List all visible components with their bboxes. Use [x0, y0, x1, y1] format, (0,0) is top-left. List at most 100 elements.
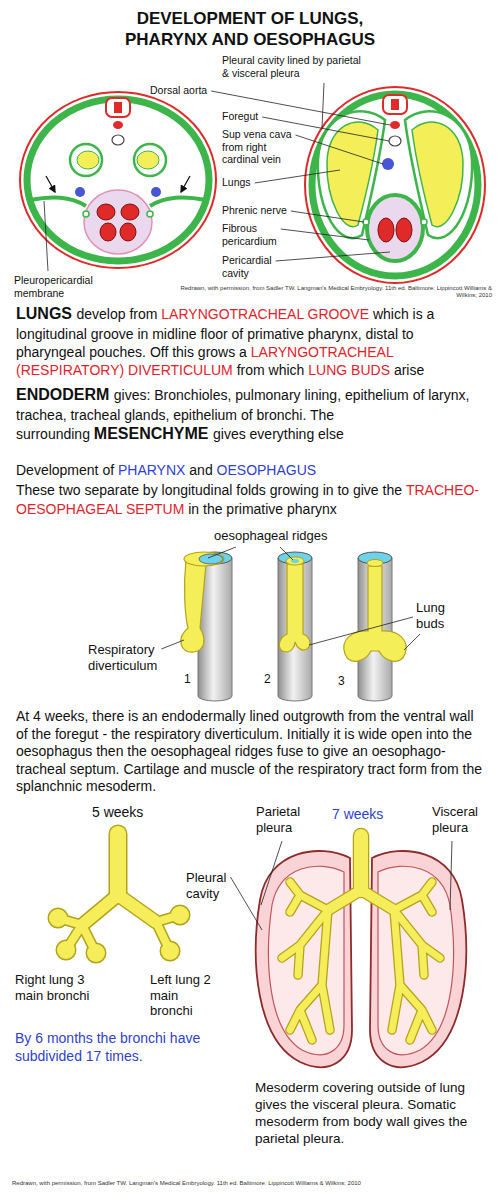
leader-line [255, 170, 340, 183]
body-text: arise [394, 362, 424, 378]
leader-lines [230, 841, 452, 930]
aorta-shape [390, 121, 400, 129]
lung-shape [137, 151, 159, 169]
figure-label-block: Left lung 2 main bronchi [150, 972, 222, 1019]
membrane [30, 198, 86, 206]
parietal-layer [256, 851, 352, 1067]
vertebra [106, 98, 130, 117]
heart-chamber [378, 218, 394, 242]
bronchus-outline [282, 882, 440, 1040]
pleural-sac [70, 144, 102, 176]
oesophagus-tube [278, 558, 312, 701]
diverticulum-shape [181, 560, 206, 652]
body-text: in the primative pharynx [188, 501, 337, 517]
body-text: LARYNGOTRACHEAL GROOVE [161, 306, 369, 322]
lung-bud-shape [344, 566, 406, 661]
body-text-block: Development ofPHARYNXandOESOPHAGUS [16, 461, 486, 479]
stage-label-block: 5 weeks [92, 804, 162, 821]
foregut-shape [112, 135, 124, 145]
leader-line [295, 135, 383, 164]
stage-label: 5 weeks [92, 804, 143, 820]
body-wall [20, 92, 216, 268]
figure-label: oesophageal ridges [214, 528, 327, 543]
bud-outline [48, 908, 69, 929]
arrow [46, 176, 55, 192]
body-text: At 4 weeks, there is an endodermally lin… [16, 708, 482, 794]
bronchial-tree-early [48, 834, 191, 964]
nerve-dot [421, 219, 427, 225]
figure-label-block: Foregut [222, 110, 300, 123]
fibrous-pericardium [367, 195, 423, 261]
section-late [305, 87, 485, 283]
note-text: By 6 months the bronchi have subdivided … [15, 1030, 200, 1064]
figure-label: Lung buds [416, 600, 445, 631]
figure-label-block: Pleural cavity lined by parietal & visce… [222, 54, 370, 79]
figure-label-block: Phrenic nerve [222, 204, 300, 217]
diverticulum-rim [367, 560, 383, 567]
somatic-layer [312, 94, 478, 276]
figure-label: Respiratory diverticulum [88, 642, 157, 673]
figure-label: Phrenic nerve [222, 204, 287, 216]
leader-line [450, 841, 452, 910]
leader-line [322, 83, 324, 128]
page-title: DEVELOPMENT OF LUNGS, PHARYNX AND OESOPH… [100, 8, 400, 50]
body-text: and [189, 462, 212, 478]
figure-label: Pleural cavity [186, 870, 226, 901]
bronchus [58, 915, 180, 953]
figure-label-block: Parietal pleura [256, 804, 316, 835]
body-text-block: Mesoderm covering outside of lung gives … [255, 1080, 493, 1148]
section-early [20, 92, 216, 268]
figure-label: Pericardial cavity [222, 254, 272, 279]
bud [57, 941, 75, 959]
foregut-shape [389, 136, 401, 146]
trachea [354, 836, 368, 890]
neural-tube [114, 102, 122, 113]
neural-tube [391, 99, 399, 110]
body-text: Mesoderm covering outside of lung gives … [255, 1080, 467, 1146]
callout-number-block: 2 [264, 672, 278, 686]
body-text: ENDODERM [16, 386, 109, 403]
body-text-block: These two separate by longitudinal folds… [16, 481, 486, 517]
trachea-outline [109, 834, 128, 895]
figure-label: Parietal pleura [256, 804, 300, 835]
vena-cava [382, 158, 394, 170]
leader-line [281, 229, 369, 240]
vena-cava [151, 187, 161, 197]
bronchus-outline [82, 895, 156, 925]
lung-shape [77, 151, 99, 169]
arrow [181, 176, 190, 192]
callout-number: 3 [338, 674, 345, 688]
somatic-layer [27, 99, 209, 261]
figure-label-block: Pericardial cavity [222, 254, 300, 279]
diverticulum-shape [279, 564, 310, 652]
credit-note-block: Redrawn, with permission, from Sadler TW… [180, 285, 492, 299]
figure-label-block: Sup vena cava from right cardinal vein [222, 128, 300, 166]
pericardium [84, 190, 152, 254]
body-text-block: LUNGSdevelop fromLARYNGOTRACHEAL GROOVEw… [16, 304, 486, 379]
figure-label: Pleural cavity lined by parietal & visce… [222, 54, 361, 79]
trachea-outline [353, 836, 370, 890]
figure-label-block: Respiratory diverticulum [88, 642, 172, 673]
figure-label: Sup vena cava from right cardinal vein [222, 128, 291, 165]
figure-label: Pleuropericardial membrane [14, 274, 93, 299]
body-text: develop from [76, 306, 157, 322]
stage-label-block: 7 weeks [332, 806, 392, 823]
body-text: gives everything else [213, 426, 344, 442]
pleural-sac [134, 144, 166, 176]
body-text: LUNG BUDS [308, 362, 390, 378]
tube-opening [278, 552, 312, 564]
body-text: Development of [16, 462, 114, 478]
leader-line [211, 91, 390, 125]
vena-cava [75, 187, 85, 197]
heart-chamber [121, 204, 139, 220]
callout-number-block: 3 [338, 674, 352, 688]
body-wall [305, 87, 485, 283]
leader-line [404, 634, 420, 650]
nerve-dot [147, 211, 153, 217]
figure-label-block: Lung buds [416, 600, 460, 631]
body-text: OESOPHAGUS [217, 462, 317, 478]
figure-label-block: Visceral pleura [432, 804, 494, 835]
figure-label: Dorsal aorta [150, 84, 207, 96]
figure-label: Right lung 3 main bronchi [15, 972, 89, 1003]
